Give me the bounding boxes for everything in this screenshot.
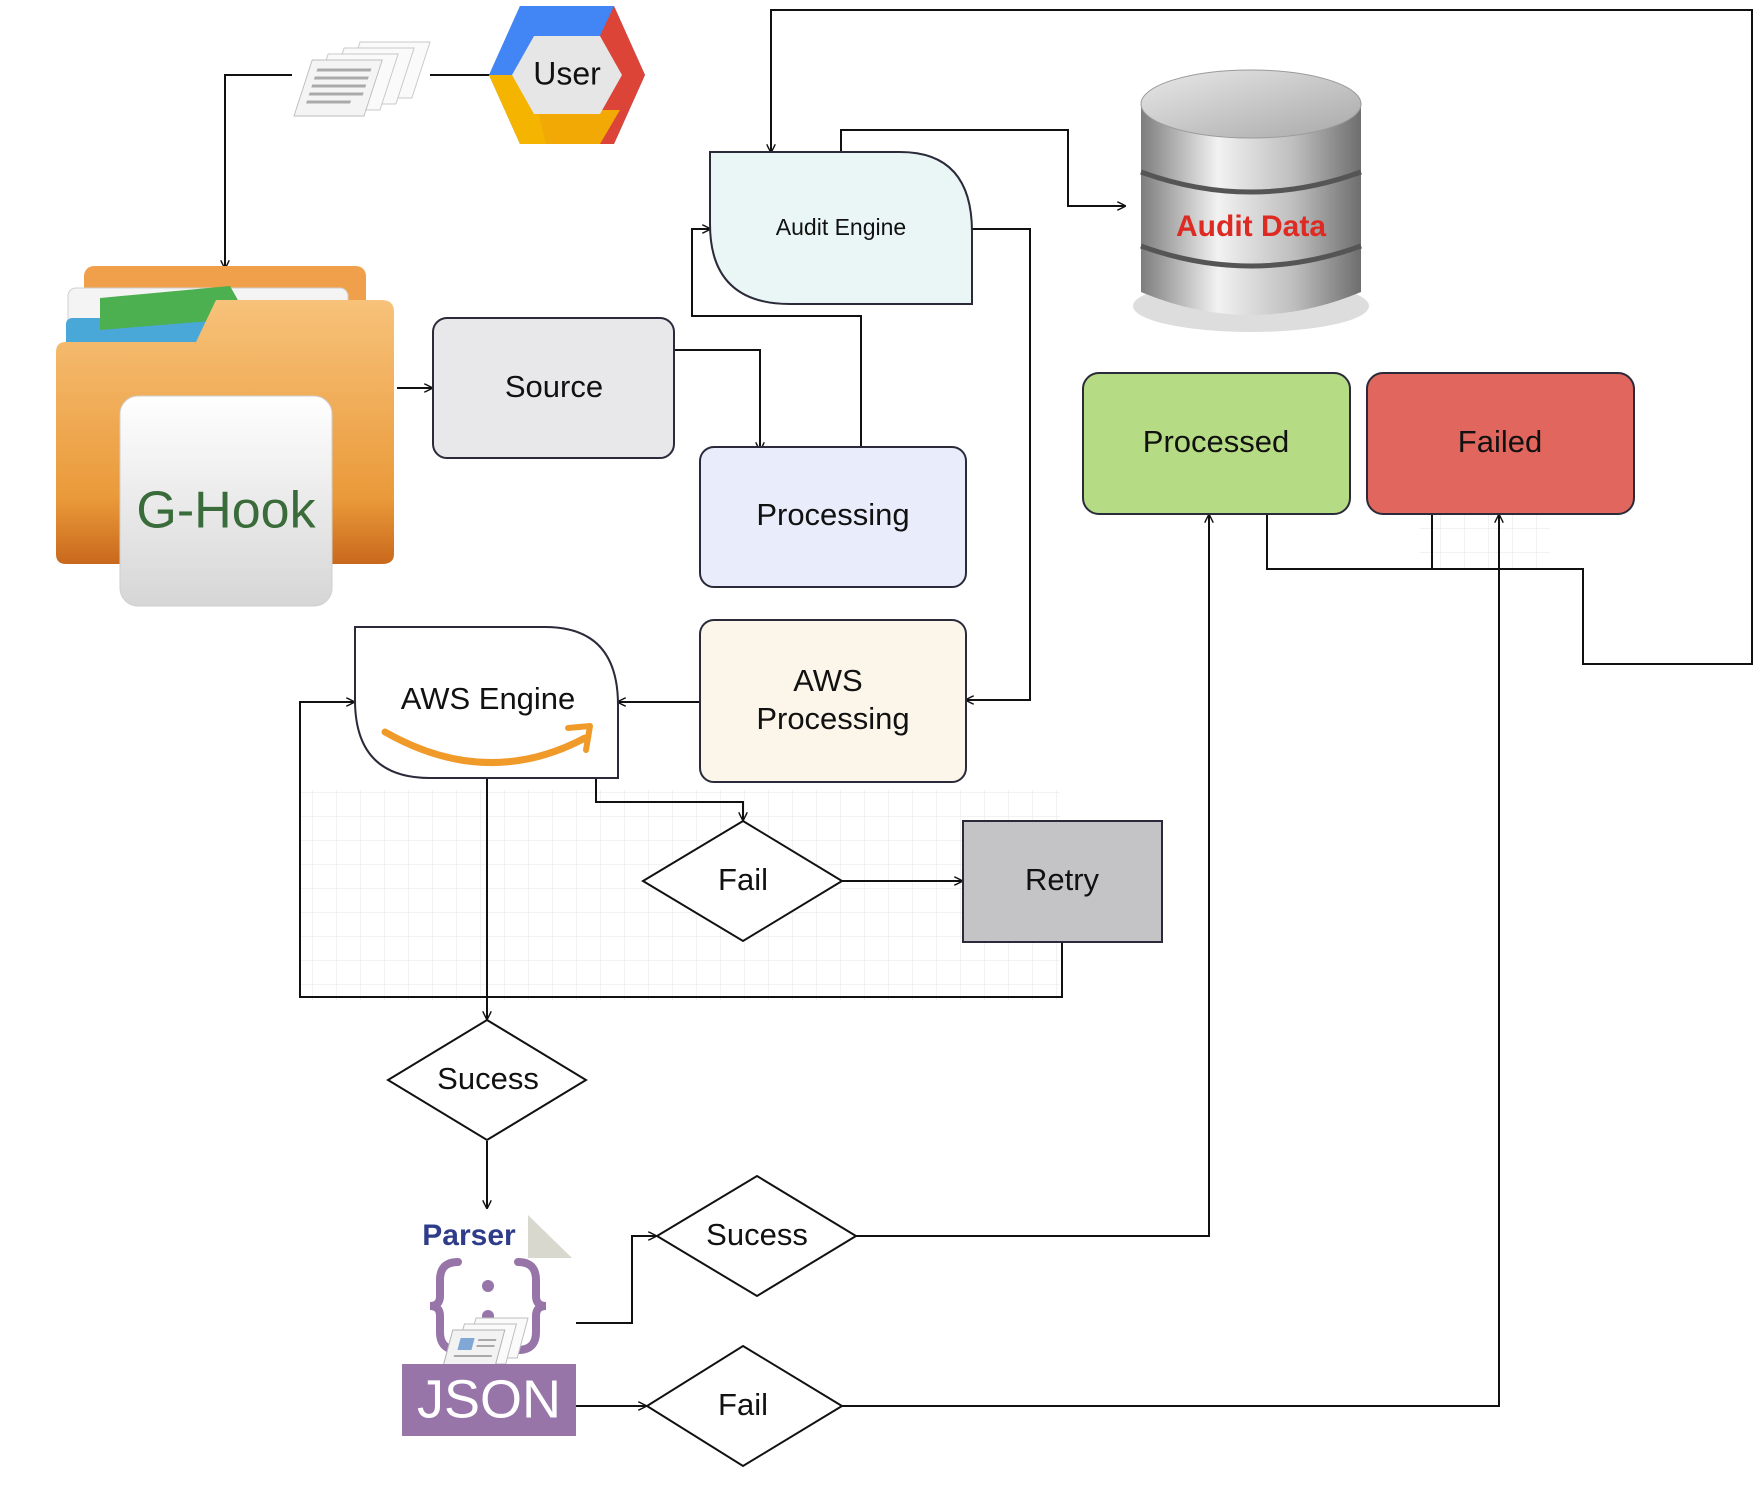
processed-node[interactable]: Processed — [1082, 372, 1351, 515]
connector-success-to-processed — [856, 515, 1209, 1237]
ghook-node[interactable]: G-Hook — [56, 266, 394, 607]
parser-node[interactable]: Parser JSON — [402, 1215, 576, 1436]
success-decision-2-label: Sucess — [706, 1217, 808, 1252]
success-decision-2[interactable]: Sucess — [655, 1174, 858, 1298]
success-decision-1-label: Sucess — [437, 1061, 539, 1096]
source-node[interactable]: Source — [432, 317, 675, 459]
audit-engine-node[interactable]: Audit Engine — [709, 151, 973, 305]
audit-engine-label: Audit Engine — [776, 214, 906, 240]
audit-data-label: Audit Data — [1176, 210, 1326, 243]
connector-json-to-success — [576, 1236, 656, 1324]
user-node[interactable]: User — [489, 6, 645, 144]
aws-processing-label-line2: Processing — [756, 701, 909, 736]
documents-icon — [441, 1317, 529, 1371]
amazon-smile-icon — [381, 723, 593, 767]
ghook-label: G-Hook — [136, 482, 316, 540]
connector-fail-to-failed — [842, 515, 1499, 1407]
documents-icon — [293, 41, 431, 117]
connectors — [225, 9, 1753, 1407]
processing-node[interactable]: Processing — [699, 446, 967, 588]
failed-label: Failed — [1458, 424, 1542, 459]
success-decision-1[interactable]: Sucess — [386, 1018, 588, 1142]
user-label: User — [533, 55, 601, 91]
connector-source-to-processing — [674, 349, 760, 450]
retry-node[interactable]: Retry — [962, 820, 1163, 943]
aws-engine-node[interactable]: AWS Engine — [354, 626, 619, 779]
processed-label: Processed — [1143, 424, 1289, 459]
fail-decision-2[interactable]: Fail — [645, 1344, 844, 1468]
connector-user-to-ghook — [225, 74, 292, 268]
connector-processed-feedback — [771, 9, 1753, 665]
fail-decision-2-label: Fail — [718, 1387, 768, 1422]
fail-decision-1-label: Fail — [718, 862, 768, 897]
failed-node[interactable]: Failed — [1366, 372, 1635, 515]
aws-engine-label: AWS Engine — [401, 681, 576, 716]
database-icon — [1133, 69, 1369, 332]
background-grid — [1420, 510, 1550, 570]
aws-processing-label-line1: AWS — [793, 663, 862, 698]
connector-retry-to-engine — [299, 702, 1063, 998]
fail-decision-1[interactable]: Fail — [641, 819, 844, 943]
processing-label: Processing — [756, 497, 909, 532]
aws-processing-node[interactable]: AWS Processing — [699, 619, 967, 783]
connector-audit-to-aws-processing — [966, 228, 1031, 700]
json-label: JSON — [417, 1369, 561, 1429]
connector-processing-to-audit — [691, 229, 862, 447]
page-corner-icon — [528, 1215, 572, 1258]
source-label: Source — [505, 369, 603, 404]
connector-audit-to-db — [840, 129, 1125, 206]
audit-data-node[interactable]: Audit Data — [1133, 69, 1369, 332]
retry-label: Retry — [1025, 862, 1100, 897]
connector-engine-to-fail — [595, 778, 743, 820]
json-badge — [402, 1364, 576, 1436]
parser-label: Parser — [422, 1219, 516, 1252]
json-braces-icon — [429, 1258, 547, 1354]
